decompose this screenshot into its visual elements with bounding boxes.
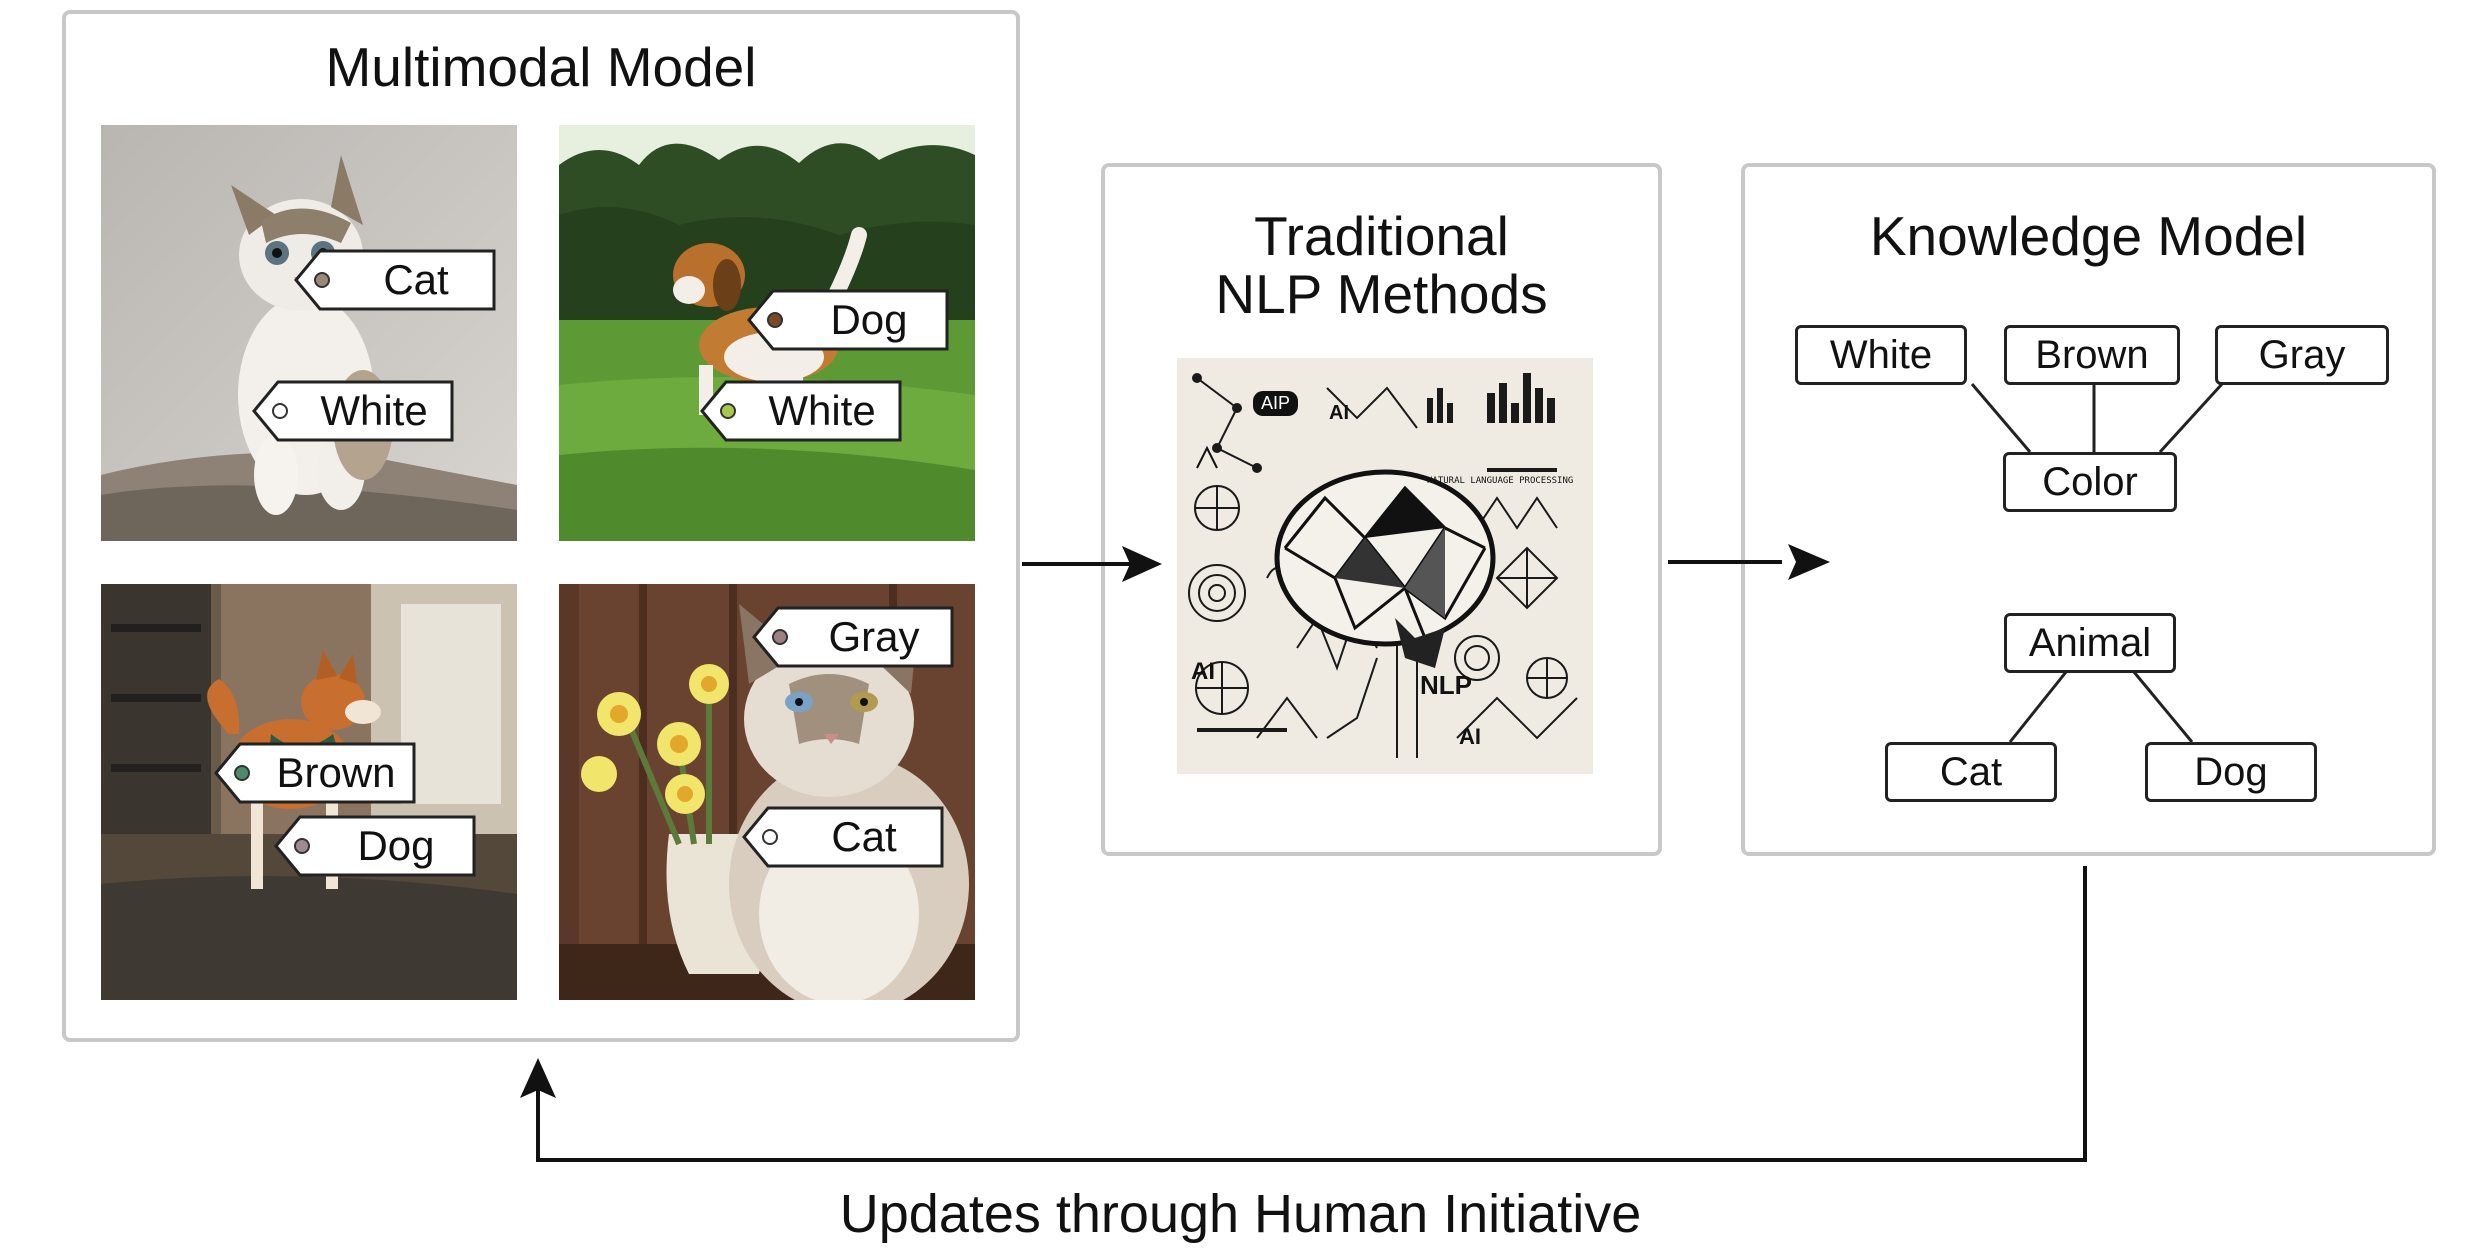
tag-shape (700, 380, 902, 442)
tag-dog-shiba: Dog (274, 815, 476, 877)
feedback-caption: Updates through Human Initiative (839, 1184, 1642, 1244)
tag-shape (252, 380, 454, 442)
tag-dog-beagle: Dog (747, 289, 949, 351)
knowledge-node-gray: Gray (2215, 325, 2389, 385)
tag-label: White (320, 387, 428, 434)
nlp-label-aip: AIP (1253, 391, 1299, 416)
tag-shape (742, 806, 944, 868)
tag-cat-ragdoll: Cat (742, 806, 944, 868)
knowledge-node-brown: Brown (2004, 325, 2180, 385)
nlp-illustration: AIP AI NLP AI AI NATURAL LANGUAGE PROCES… (1177, 358, 1593, 774)
nlp-illustration-drawing (1188, 373, 1578, 758)
kitten-photo (101, 125, 517, 541)
tag-label: Brown (276, 749, 396, 796)
tag-shape (294, 249, 496, 311)
knowledge-node-animal: Animal (2004, 613, 2176, 673)
tag-brown-shiba: Brown (214, 742, 416, 804)
knowledge-node-dog: Dog (2145, 742, 2317, 802)
tag-label: Dog (357, 822, 435, 869)
tag-white-beagle: White (700, 380, 902, 442)
nlp-title-line1: Traditional (1254, 205, 1509, 267)
knowledge-node-white: White (1795, 325, 1967, 385)
nlp-label-nlp: NLP (1420, 670, 1472, 700)
tag-gray-ragdoll: Gray (752, 606, 954, 668)
feedback-loop-arrowhead (520, 1058, 556, 1098)
nlp-label-natural-language-processing: NATURAL LANGUAGE PROCESSING (1427, 476, 1574, 486)
tag-shape (274, 815, 476, 877)
tag-label: White (768, 387, 876, 434)
nlp-label-ai-bottom: AI (1459, 724, 1481, 749)
tag-shape (752, 606, 954, 668)
tag-label: Gray (828, 613, 920, 660)
tag-white-kitten: White (252, 380, 454, 442)
nlp-title-line2: NLP Methods (1215, 263, 1548, 325)
nlp-label-ai-left: AI (1191, 658, 1215, 685)
knowledge-node-cat: Cat (1885, 742, 2057, 802)
tag-shape (214, 742, 416, 804)
knowledge-node-color: Color (2003, 452, 2177, 512)
tag-label: Dog (830, 296, 908, 343)
tag-label: Cat (831, 813, 897, 860)
knowledge-model-title: Knowledge Model (1869, 205, 2308, 267)
tag-label: Cat (383, 256, 449, 303)
multimodal-model-title: Multimodal Model (325, 36, 757, 98)
tag-shape (747, 289, 949, 351)
nlp-label-ai-top: AI (1329, 402, 1349, 424)
tag-cat-kitten: Cat (294, 249, 496, 311)
